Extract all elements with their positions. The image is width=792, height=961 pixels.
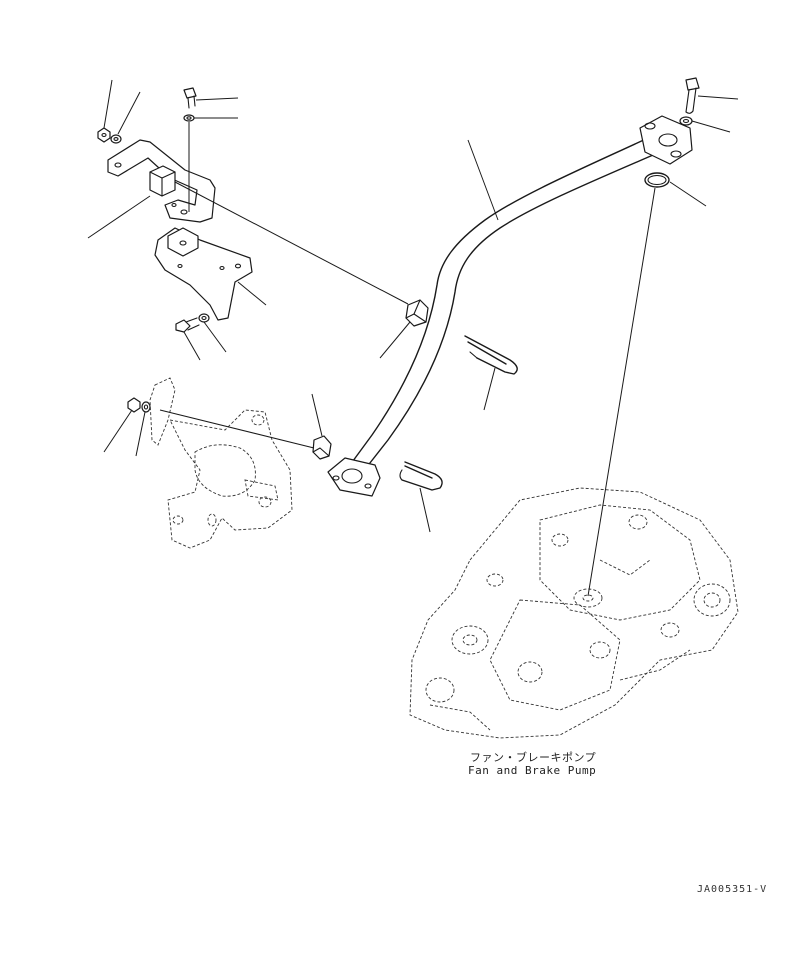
pipe bbox=[327, 115, 693, 497]
fan-and-brake-pump bbox=[409, 487, 739, 739]
leader-lines bbox=[87, 79, 739, 597]
spring-washer-lower-left bbox=[141, 401, 151, 413]
washer-mid-left bbox=[198, 313, 210, 323]
washer-top-right bbox=[679, 116, 693, 126]
pump-label-japanese: ファン・ブレーキポンプ bbox=[470, 751, 597, 764]
mounting-bracket-phantom bbox=[149, 377, 293, 549]
clip-upper bbox=[405, 299, 429, 327]
nut-lower-left bbox=[127, 397, 141, 413]
bolt-upper-left bbox=[183, 87, 197, 109]
spring-washer-upper-left bbox=[110, 134, 122, 144]
pump-label-english: Fan and Brake Pump bbox=[468, 764, 597, 777]
washer-upper-left bbox=[183, 114, 195, 122]
clip-lower bbox=[312, 435, 332, 460]
pipe-bottom-flange bbox=[327, 457, 381, 497]
o-ring bbox=[644, 172, 670, 188]
nut-upper-left bbox=[97, 127, 111, 143]
bracket-upper bbox=[107, 139, 216, 223]
stay-plate bbox=[154, 227, 253, 321]
u-bolt-lower bbox=[399, 461, 443, 491]
u-bolt-upper bbox=[464, 335, 518, 375]
bolt-top-right bbox=[685, 77, 700, 114]
bolt-mid-left bbox=[175, 317, 200, 333]
drawing-number: JA005351-V bbox=[697, 884, 768, 895]
